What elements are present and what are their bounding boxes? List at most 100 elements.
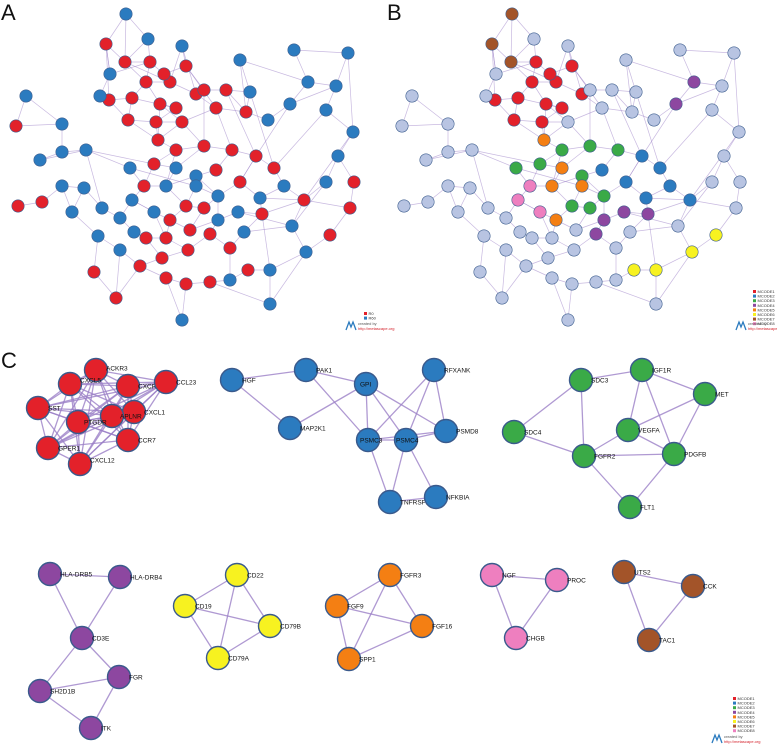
panel-b-node	[575, 179, 589, 193]
gene-node-circle	[377, 562, 403, 588]
panel-a-node	[233, 53, 247, 67]
panel-a-node	[137, 179, 151, 193]
panel-a-edge	[273, 109, 327, 169]
legend-swatch	[753, 299, 756, 303]
gene-node-sh2d1b: SH2D1B	[27, 678, 75, 704]
gene-node-circle	[355, 427, 381, 453]
panel-a-edge	[109, 61, 151, 75]
panel-c-legend: MCODE1MCODE2MCODE3MCODE4MCODE5MCODE6MCOD…	[733, 696, 755, 733]
gene-node-circle	[65, 409, 91, 435]
gene-node-circle	[224, 562, 250, 588]
gene-node-cd3e: CD3E	[69, 625, 110, 651]
panel-b-node	[549, 213, 563, 227]
gene-label: NGF	[502, 573, 516, 580]
panel-b-node	[732, 125, 746, 139]
gene-label: CD22	[247, 573, 264, 580]
gene-node-ccl23: CCL23	[153, 369, 197, 395]
panel-b-node	[705, 175, 719, 189]
panel-b-node	[597, 213, 611, 227]
panel-a-edge	[239, 59, 247, 113]
legend-label: MCODE5	[738, 714, 756, 719]
mcode3-edge	[513, 379, 582, 433]
gene-label: PSMC3	[360, 438, 383, 445]
gene-node-circle	[172, 593, 198, 619]
panel-a-edge	[293, 49, 349, 54]
panel-a-node	[139, 231, 153, 245]
gene-node-fgfr2: FGFR2	[571, 443, 616, 469]
metascape-logo	[735, 320, 747, 331]
panel-a-node	[223, 241, 237, 255]
panel-a-node	[121, 113, 135, 127]
panel-a-node	[133, 259, 147, 273]
gene-node-circle	[324, 593, 350, 619]
panel-b-node	[727, 46, 741, 60]
gene-label: FGF9	[347, 604, 364, 611]
panel-a-node	[151, 133, 165, 147]
panel-b-node	[485, 37, 499, 51]
panel-a-edge	[249, 91, 275, 169]
legend-swatch	[733, 715, 736, 719]
legend-label: MCODE5	[758, 307, 776, 312]
panel-b-node	[519, 259, 533, 273]
panel-b-node	[509, 161, 523, 175]
panel-b-node	[481, 201, 495, 215]
gene-node-circle	[617, 494, 643, 520]
panel-a-node	[209, 163, 223, 177]
panel-a-node	[341, 46, 355, 60]
gene-label: CXCL5	[80, 378, 101, 385]
panel-a-node	[169, 143, 183, 157]
gene-node-igf1r: IGF1R	[629, 357, 671, 383]
legend-swatch	[753, 290, 756, 293]
gene-label: CCR7	[138, 438, 156, 445]
gene-node-ackr3: ACKR3	[83, 357, 128, 383]
panel-b-legend: MCODE1MCODE2MCODE3MCODE4MCODE5MCODE6MCOD…	[753, 289, 775, 326]
gene-node-circle	[423, 484, 449, 510]
panel-a-edge	[239, 59, 309, 83]
panel-a-node	[209, 101, 223, 115]
panel-a-edge	[303, 199, 351, 209]
gene-node-circle	[257, 613, 283, 639]
gene-label: SDC3	[591, 378, 609, 385]
gene-label: PSMC4	[396, 438, 419, 445]
credit-url[interactable]: http://metascape.org	[358, 326, 394, 331]
gene-label: GPI	[360, 382, 371, 389]
gene-label: HLA-DRB4	[130, 575, 163, 582]
gene-node-sst: SST	[25, 395, 61, 421]
gene-node-circle	[107, 564, 133, 590]
gene-node-hgf: HGF	[219, 367, 256, 393]
panel-b-node	[465, 143, 479, 157]
panel-b-node	[555, 143, 569, 157]
panel-a-node	[203, 227, 217, 241]
gene-label: CHGB	[526, 636, 545, 643]
panel-b-node	[511, 91, 525, 105]
panel-b-node	[641, 207, 655, 221]
panel-b-node	[715, 79, 729, 93]
panel-a-node	[19, 89, 33, 103]
panel-b-node	[583, 201, 597, 215]
panel-b-edge	[471, 149, 541, 165]
panel-b-edge	[501, 265, 527, 299]
gene-node-map2k1: MAP2K1	[277, 415, 326, 441]
legend-swatch	[733, 724, 736, 728]
legend-swatch	[364, 312, 367, 315]
legend-swatch	[753, 313, 756, 316]
panel-a-node	[11, 199, 25, 213]
legend-label: MCODE3	[738, 705, 756, 710]
gene-node-circle	[479, 562, 505, 588]
panel-a-node	[35, 195, 49, 209]
mcode2-edge	[305, 369, 369, 441]
panel-a-node	[181, 243, 195, 257]
credit-url[interactable]: http://metascape.org	[748, 326, 777, 331]
panel-b-node	[609, 273, 623, 287]
gene-label: CD19	[195, 604, 212, 611]
credit-url[interactable]: http://metascape.org	[724, 739, 760, 744]
gene-node-tac1: TAC1	[636, 627, 676, 653]
mcode1-edge	[47, 439, 129, 449]
panel-a-node	[141, 32, 155, 46]
panel-a-node	[155, 251, 169, 265]
credit-created-by: created by	[724, 734, 743, 739]
gene-node-circle	[99, 403, 125, 429]
gene-label: CD79B	[280, 624, 301, 631]
legend-swatch	[753, 322, 756, 326]
